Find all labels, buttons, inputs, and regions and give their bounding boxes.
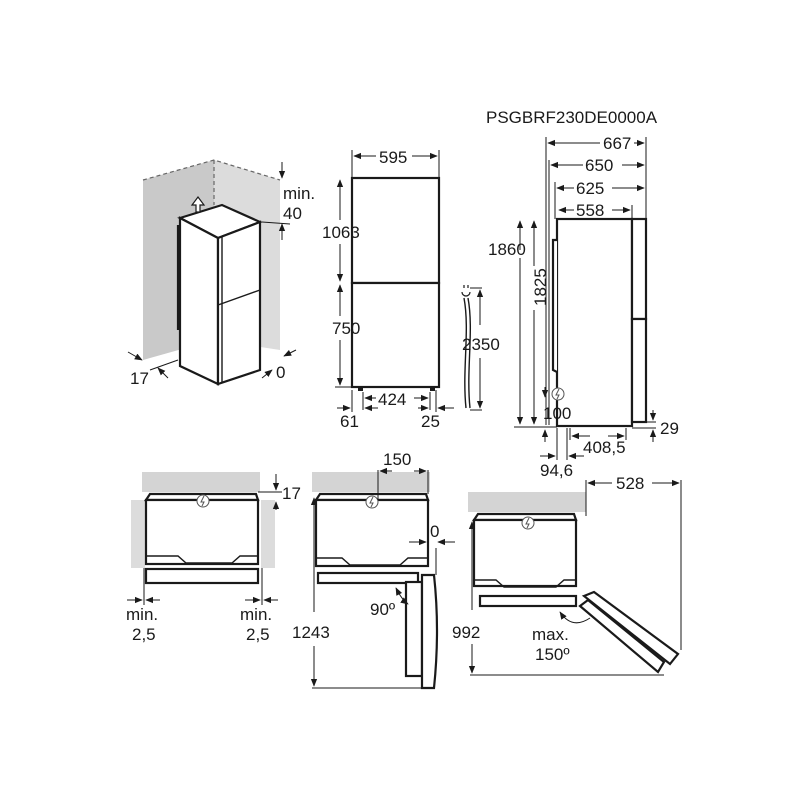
- wall-offset: 150: [383, 450, 411, 469]
- side-view: 667 650 625 558 1860 1825 100 29: [488, 134, 679, 480]
- foot-height: 29: [660, 419, 679, 438]
- front-view: 595 1063 750 424 61 25: [322, 148, 454, 431]
- left-clearance-label: min.: [126, 605, 158, 624]
- height-body: 1825: [531, 268, 550, 306]
- rear-offset: 94,6: [540, 461, 573, 480]
- width-open-150: 528: [616, 474, 644, 493]
- feet-spacing: 424: [378, 390, 406, 409]
- lightning-icon: [551, 387, 565, 401]
- top-view-door-90: 150 0 90º 1243: [292, 450, 455, 690]
- angle-label-max: max.: [532, 625, 569, 644]
- left-clearance-value: 2,5: [132, 625, 156, 644]
- plug-icon: [461, 285, 471, 297]
- door-angle-90: 90º: [370, 600, 395, 619]
- height-total: 1860: [488, 240, 526, 259]
- angle-value-150: 150º: [535, 645, 570, 664]
- model-number: PSGBRF230DE0000A: [486, 108, 658, 127]
- depth-open-90: 1243: [292, 623, 330, 642]
- lower-height: 750: [332, 319, 360, 338]
- depth-650: 650: [585, 156, 613, 175]
- lightning-icon: [196, 494, 210, 508]
- right-foot-offset: 25: [421, 412, 440, 431]
- depth-total: 667: [603, 134, 631, 153]
- side-gap-left: 17: [130, 369, 149, 388]
- up-arrow-icon: [190, 196, 206, 213]
- lightning-icon: [365, 495, 379, 509]
- top-clearance-value: 40: [283, 204, 302, 223]
- installation-3d-view: min. 40 17 0: [127, 159, 315, 388]
- top-view-door-150: 528 992 max. 150º: [452, 474, 682, 676]
- upper-height: 1063: [322, 223, 360, 242]
- depth-body: 558: [576, 201, 604, 220]
- front-width: 595: [379, 148, 407, 167]
- top-clearance-label: min.: [283, 184, 315, 203]
- side-gap-zero: 0: [430, 522, 439, 541]
- right-clearance-label: min.: [240, 605, 272, 624]
- right-clearance-value: 2,5: [246, 625, 270, 644]
- side-gap-right: 0: [276, 363, 285, 382]
- depth-625: 625: [576, 179, 604, 198]
- rear-gap: 17: [282, 484, 301, 503]
- lightning-icon: [521, 516, 535, 530]
- plug-height: 100: [543, 404, 571, 423]
- cable-length: 2350: [462, 335, 500, 354]
- power-cable-view: 2350: [461, 285, 500, 411]
- left-foot-offset: 61: [340, 412, 359, 431]
- feet-depth: 408,5: [583, 438, 626, 457]
- depth-open-150: 992: [452, 623, 480, 642]
- top-view-side-clearance: 17 min. 2,5 min. 2,5: [126, 472, 301, 644]
